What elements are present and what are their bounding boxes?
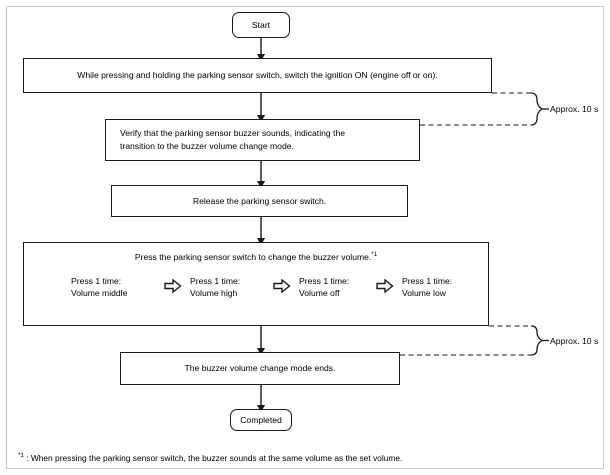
node-step5-mode-ends[interactable]: The buzzer volume change mode ends. [120, 352, 400, 385]
footnote: *1 : When pressing the parking sensor sw… [18, 452, 402, 463]
node-step1-label: While pressing and holding the parking s… [77, 70, 438, 80]
node-start-label: Start [251, 19, 271, 30]
annotation-approx-10s-lower: Approx. 10 s [550, 336, 599, 346]
node-start[interactable]: Start [232, 12, 290, 38]
volume-step-3-result: Volume off [299, 288, 340, 298]
node-step2-text: Verify that the parking sensor buzzer so… [106, 127, 419, 153]
volume-step-4: Press 1 time: Volume low [402, 275, 452, 299]
node-step2-label-line2: transition to the buzzer volume change m… [120, 141, 294, 151]
curly-brace-lower [530, 325, 544, 356]
node-step2-label-line1: Verify that the parking sensor buzzer so… [120, 128, 346, 138]
node-step4-volume-change-group[interactable]: Press the parking sensor switch to chang… [23, 242, 489, 326]
volume-step-2-result: Volume high [190, 288, 238, 298]
node-step4-title-footnote-marker: *1 [371, 251, 378, 258]
arrow-right-icon-2 [273, 279, 291, 293]
node-step1-ignition-on[interactable]: While pressing and holding the parking s… [23, 58, 492, 93]
footnote-marker: *1 [18, 452, 24, 459]
node-step3-release-switch[interactable]: Release the parking sensor switch. [111, 185, 408, 217]
node-step2-verify-buzzer[interactable]: Verify that the parking sensor buzzer so… [105, 119, 420, 161]
volume-step-1-press: Press 1 time: [71, 276, 122, 286]
annotation-approx-10s-upper: Approx. 10 s [550, 104, 599, 114]
node-step3-label: Release the parking sensor switch. [192, 195, 327, 206]
node-completed[interactable]: Completed [230, 409, 292, 431]
volume-step-3: Press 1 time: Volume off [299, 275, 349, 299]
node-completed-label: Completed [240, 414, 282, 425]
curly-brace-upper [530, 92, 544, 126]
arrow-right-icon-3 [376, 279, 394, 293]
volume-step-1: Press 1 time: Volume middle [71, 275, 127, 299]
node-step4-title-text: Press the parking sensor switch to chang… [134, 251, 372, 262]
volume-step-2-press: Press 1 time: [190, 276, 241, 286]
volume-step-3-press: Press 1 time: [299, 276, 350, 286]
volume-step-4-result: Volume low [402, 288, 446, 298]
volume-step-1-result: Volume middle [71, 288, 128, 298]
node-step5-label: The buzzer volume change mode ends. [184, 363, 336, 373]
footnote-text: : When pressing the parking sensor switc… [23, 452, 403, 463]
volume-step-2: Press 1 time: Volume high [190, 275, 240, 299]
node-step4-title: Press the parking sensor switch to chang… [24, 251, 488, 262]
volume-step-4-press: Press 1 time: [402, 276, 453, 286]
arrow-right-icon-1 [164, 279, 182, 293]
